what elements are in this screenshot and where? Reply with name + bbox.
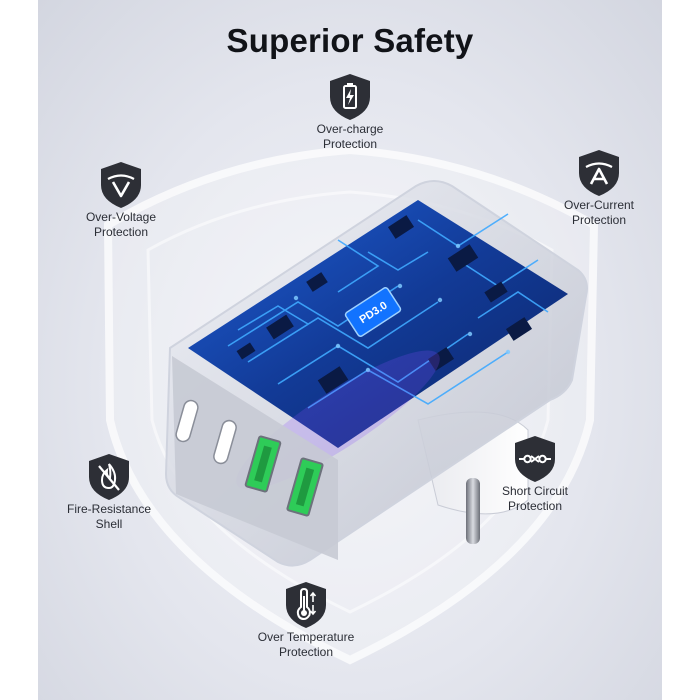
usb-a-port-1 — [244, 435, 282, 493]
pd-chip: PD3.0 — [344, 287, 402, 337]
plug-pin — [466, 478, 480, 544]
over-current-label: Over-Current Protection — [563, 198, 634, 227]
over-voltage-label: Over-Voltage Protection — [85, 210, 157, 239]
feature-over-current: Over-Current Protection — [546, 148, 652, 228]
charger-illustration: PD3.0 — [164, 180, 588, 567]
battery-charge-icon — [330, 74, 370, 120]
feature-short-circuit: Short Circuit Protection — [480, 434, 590, 514]
feature-fire-resistance: Fire-Resistance Shell — [56, 452, 162, 532]
page-title: Superior Safety — [226, 22, 474, 59]
voltage-v-icon — [101, 162, 141, 208]
usb-c-port-1 — [175, 399, 199, 443]
feature-over-charge: Over-charge Protection — [300, 72, 400, 152]
current-a-icon — [579, 150, 619, 196]
circuit-components — [236, 215, 533, 394]
feature-over-voltage: Over-Voltage Protection — [68, 160, 174, 240]
short-circuit-icon — [515, 436, 555, 482]
no-fire-icon — [89, 454, 129, 500]
fire-resistance-label: Fire-Resistance Shell — [66, 502, 152, 531]
usb-a-port-2 — [286, 457, 324, 517]
usb-c-port-2 — [213, 419, 237, 465]
product-canvas: Superior Safety — [38, 0, 662, 700]
short-circuit-label: Short Circuit Protection — [501, 484, 569, 513]
feature-over-temperature: Over Temperature Protection — [244, 580, 368, 660]
thermometer-icon — [286, 582, 326, 628]
over-temperature-label: Over Temperature Protection — [257, 630, 355, 659]
over-charge-label: Over-charge Protection — [316, 122, 384, 151]
